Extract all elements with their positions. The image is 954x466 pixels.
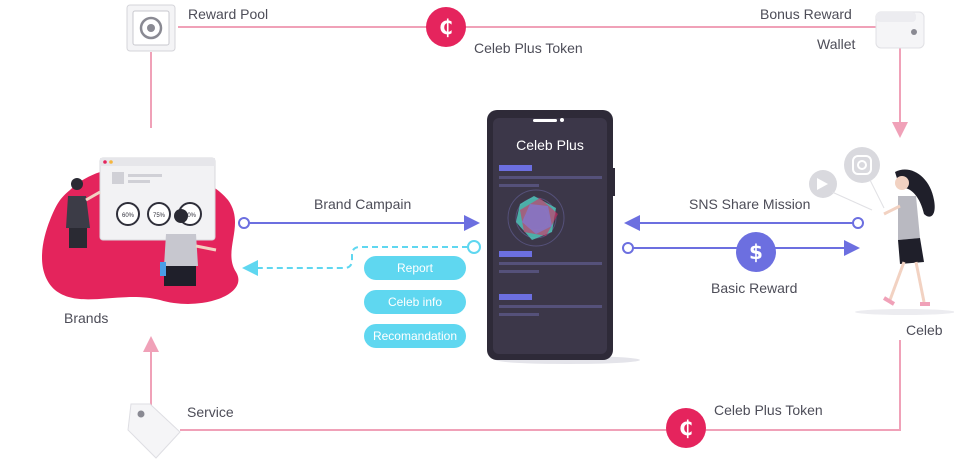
celeb-illustration: [809, 147, 954, 315]
celeb-label: Celeb: [906, 322, 943, 338]
gauge-label-3: 80%: [184, 213, 197, 219]
service-label: Service: [187, 404, 234, 420]
phone-app-title: Celeb Plus: [516, 137, 584, 153]
celeb-plus-token-top-label: Celeb Plus Token: [474, 40, 583, 56]
wallet-label: Wallet: [817, 36, 856, 52]
report-pill: Report: [364, 256, 466, 280]
celeb-info-pill: Celeb info: [364, 290, 466, 314]
report-return-arrow: [242, 246, 468, 276]
brands-illustration: 60% 75% 80%: [41, 157, 239, 304]
phone-illustration: [487, 110, 640, 364]
gauge-label-2: 75%: [153, 213, 166, 219]
gauge-label-1: 60%: [122, 213, 135, 219]
celeb-token-coin-bottom-icon: ₵: [666, 408, 706, 448]
bottom-flow-line: [180, 340, 901, 431]
safe-icon: [126, 4, 176, 52]
recomandation-pill: Recomandation: [364, 324, 466, 348]
brands-label: Brands: [64, 310, 109, 326]
reward-pool-label: Reward Pool: [188, 6, 269, 22]
celeb-plus-token-bottom-label: Celeb Plus Token: [714, 402, 823, 418]
wallet-icon: [875, 11, 925, 49]
bonus-reward-label: Bonus Reward: [760, 6, 852, 22]
tag-icon: [127, 403, 181, 459]
basic-reward-label: Basic Reward: [711, 280, 798, 296]
celeb-token-coin-icon: ₵: [426, 7, 466, 47]
brand-campain-label: Brand Campain: [314, 196, 412, 212]
dollar-coin-icon: $: [736, 232, 776, 272]
sns-share-mission-label: SNS Share Mission: [689, 196, 811, 212]
